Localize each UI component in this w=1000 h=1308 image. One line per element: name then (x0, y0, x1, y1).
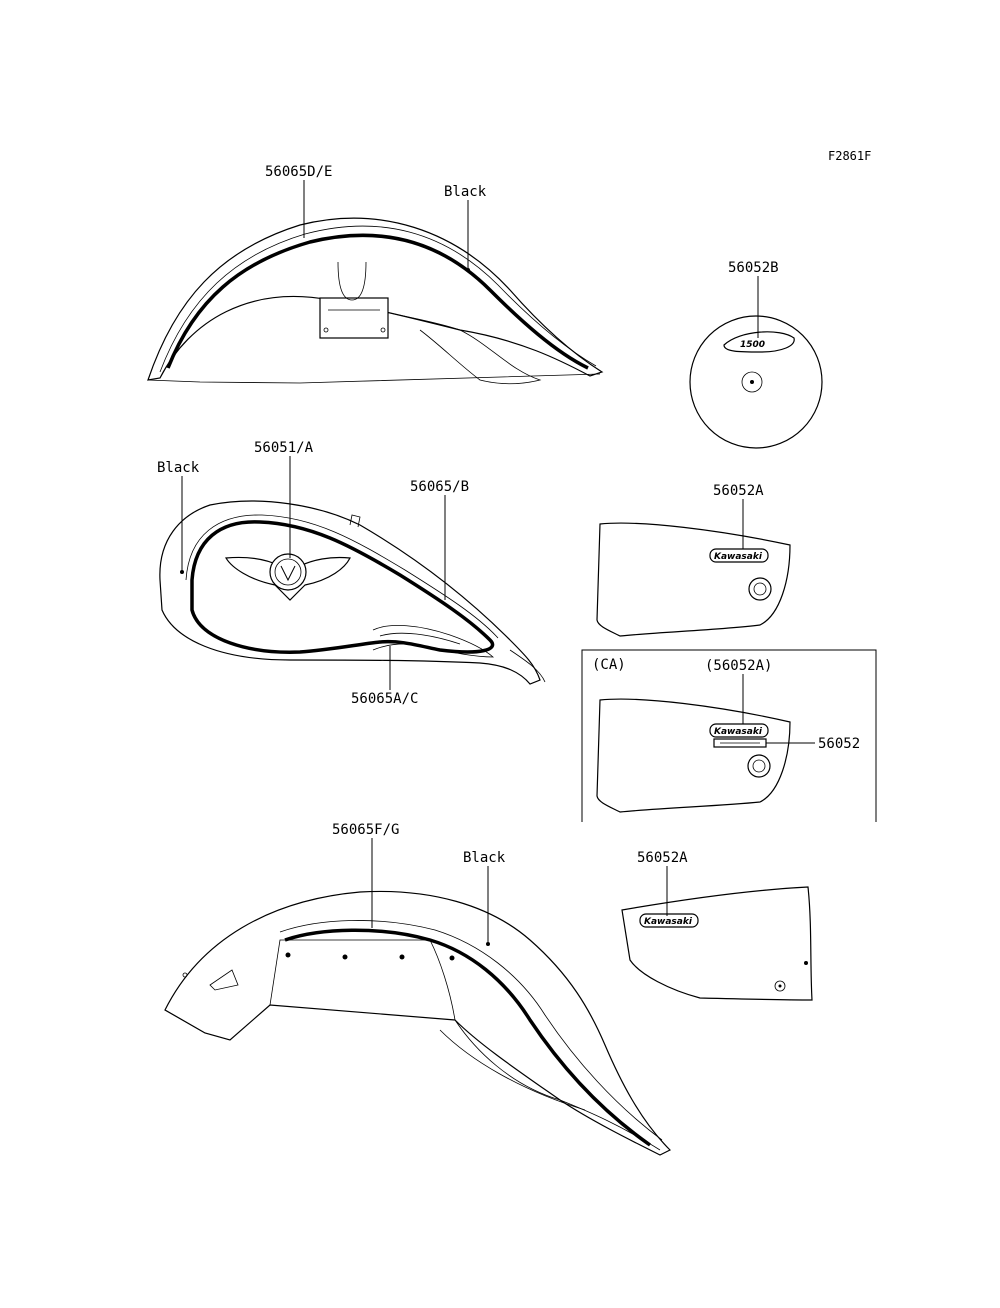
emblem-model-text: 1500 (740, 340, 765, 350)
side-cover-1-brand: Kawasaki (714, 552, 763, 562)
label-tank-stripe-lower: 56065A/C (351, 691, 418, 707)
ca-side-cover-brand: Kawasaki (714, 727, 763, 737)
label-emblem-1500: 56052B (728, 260, 779, 276)
front-fender-color-point (466, 268, 470, 272)
label-ca-side-cover-decal: (56052A) (705, 658, 772, 674)
label-tank-emblem: 56051/A (254, 440, 314, 456)
label-ca-region: (CA) (592, 657, 626, 673)
side-cover-2-brand: Kawasaki (644, 917, 693, 927)
label-rear-fender-decal: 56065F/G (332, 822, 399, 838)
tank-color-point (180, 570, 184, 574)
label-tank-color: Black (157, 460, 200, 476)
label-side-cover-decal: 56052A (713, 483, 764, 499)
ca-box: (CA) Kawasaki (581, 649, 877, 822)
label-rear-fender-color: Black (463, 850, 506, 866)
label-side-cover-decal-2: 56052A (637, 850, 688, 866)
front-fender (147, 217, 604, 385)
label-front-fender-decal: 56065D/E (265, 164, 332, 180)
side-cover-2: Kawasaki (621, 886, 813, 1001)
label-tank-stripe-upper: 56065/B (410, 479, 469, 495)
label-ca-extra-decal: 56052 (818, 736, 860, 752)
fuel-tank (159, 500, 546, 685)
side-cover-1: Kawasaki (596, 522, 791, 637)
rear-fender (164, 890, 672, 1156)
figure-code: F2861F (828, 149, 871, 163)
emblem-1500-disc: 1500 (689, 315, 823, 449)
label-front-fender-color: Black (444, 184, 487, 200)
rear-fender-color-point (486, 942, 490, 946)
